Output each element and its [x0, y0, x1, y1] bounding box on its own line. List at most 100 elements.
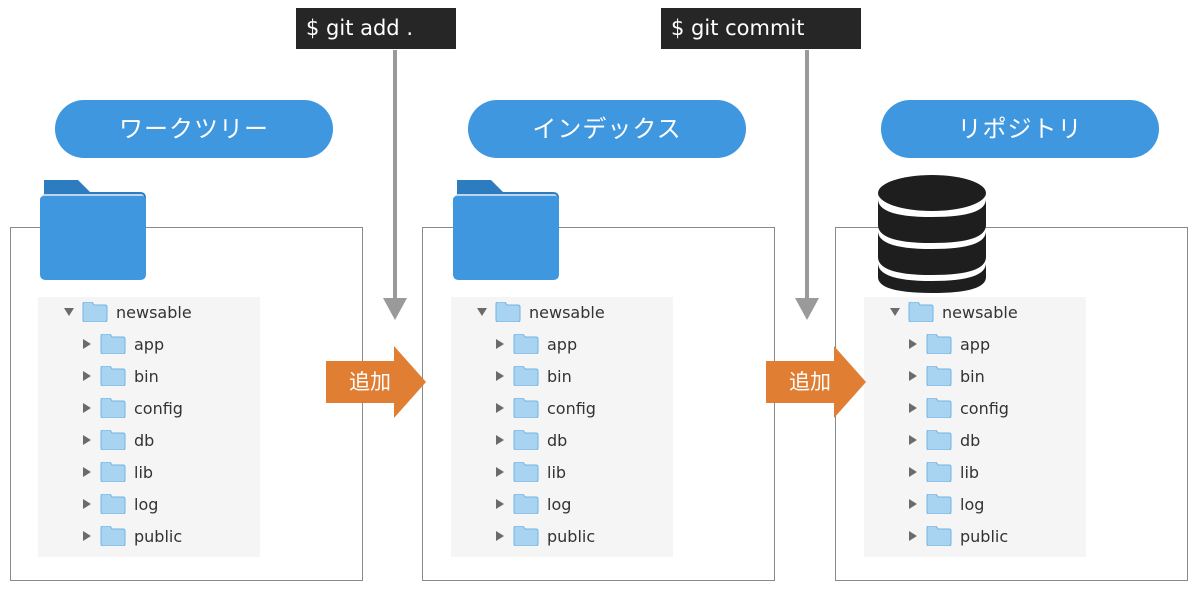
- collapse-icon[interactable]: [83, 371, 91, 381]
- collapse-icon[interactable]: [909, 531, 917, 541]
- work-tree-label: ワークツリー: [55, 100, 333, 158]
- tree-item-label: log: [960, 494, 985, 514]
- folder-icon: [926, 462, 952, 482]
- collapse-icon[interactable]: [83, 435, 91, 445]
- tree-item[interactable]: lib: [495, 460, 566, 484]
- tree-item-label: config: [134, 398, 183, 418]
- tree-item-label: bin: [960, 366, 985, 386]
- collapse-icon[interactable]: [496, 339, 504, 349]
- folder-icon: [513, 398, 539, 418]
- folder-icon: [495, 302, 521, 322]
- tree-item[interactable]: log: [82, 492, 158, 516]
- collapse-icon[interactable]: [83, 403, 91, 413]
- folder-icon: [100, 398, 126, 418]
- folder-icon: [926, 398, 952, 418]
- collapse-icon[interactable]: [496, 403, 504, 413]
- tree-item-label: log: [134, 494, 159, 514]
- tree-root-label: newsable: [942, 302, 1018, 322]
- tree-item[interactable]: app: [82, 332, 164, 356]
- collapse-icon[interactable]: [83, 339, 91, 349]
- tree-item[interactable]: app: [908, 332, 990, 356]
- tree-item[interactable]: log: [908, 492, 984, 516]
- tree-item-label: bin: [547, 366, 572, 386]
- tree-item-label: db: [134, 430, 155, 450]
- folder-icon: [926, 334, 952, 354]
- collapse-icon[interactable]: [909, 435, 917, 445]
- folder-icon: [100, 430, 126, 450]
- tree-item[interactable]: db: [908, 428, 980, 452]
- tree-item[interactable]: public: [908, 524, 1008, 548]
- tree-root-row[interactable]: newsable: [890, 300, 1018, 324]
- git-commit-down-arrow: [795, 50, 819, 320]
- folder-icon: [926, 526, 952, 546]
- folder-icon: [453, 180, 559, 280]
- collapse-icon[interactable]: [496, 467, 504, 477]
- folder-icon: [926, 366, 952, 386]
- work-tree-file-tree: newsable app bin config db lib: [38, 297, 260, 557]
- collapse-icon[interactable]: [496, 435, 504, 445]
- git-commit-command: $ git commit: [661, 8, 861, 49]
- tree-item-label: lib: [134, 462, 154, 482]
- tree-item-label: bin: [134, 366, 159, 386]
- tree-item[interactable]: app: [495, 332, 577, 356]
- tree-item-label: config: [960, 398, 1009, 418]
- tree-item[interactable]: public: [82, 524, 182, 548]
- collapse-icon[interactable]: [909, 371, 917, 381]
- folder-icon: [513, 366, 539, 386]
- tree-item-label: lib: [547, 462, 567, 482]
- folder-icon: [40, 180, 146, 280]
- index-file-tree: newsable app bin config db lib: [451, 297, 673, 557]
- collapse-icon[interactable]: [496, 499, 504, 509]
- tree-item-label: config: [547, 398, 596, 418]
- tree-item[interactable]: log: [495, 492, 571, 516]
- expand-icon[interactable]: [890, 308, 900, 316]
- folder-icon: [513, 462, 539, 482]
- collapse-icon[interactable]: [909, 339, 917, 349]
- tree-item-label: app: [134, 334, 165, 354]
- folder-icon: [926, 430, 952, 450]
- tree-item-label: public: [547, 526, 596, 546]
- folder-icon: [100, 494, 126, 514]
- tree-item-label: public: [960, 526, 1009, 546]
- folder-icon: [100, 334, 126, 354]
- collapse-icon[interactable]: [496, 531, 504, 541]
- tree-item[interactable]: db: [495, 428, 567, 452]
- collapse-icon[interactable]: [496, 371, 504, 381]
- expand-icon[interactable]: [477, 308, 487, 316]
- tree-root-label: newsable: [529, 302, 605, 322]
- tree-item[interactable]: lib: [908, 460, 979, 484]
- tree-item-label: db: [960, 430, 981, 450]
- tree-root-row[interactable]: newsable: [64, 300, 192, 324]
- add-to-repository-arrow: 追加: [766, 346, 868, 418]
- tree-item-label: app: [960, 334, 991, 354]
- folder-icon: [513, 430, 539, 450]
- tree-item[interactable]: config: [495, 396, 596, 420]
- tree-item[interactable]: public: [495, 524, 595, 548]
- tree-item[interactable]: db: [82, 428, 154, 452]
- tree-root-label: newsable: [116, 302, 192, 322]
- repository-label: リポジトリ: [881, 100, 1159, 158]
- add-to-repository-arrow-label: 追加: [789, 370, 831, 394]
- expand-icon[interactable]: [64, 308, 74, 316]
- collapse-icon[interactable]: [83, 467, 91, 477]
- tree-item[interactable]: config: [908, 396, 1009, 420]
- folder-icon: [100, 526, 126, 546]
- collapse-icon[interactable]: [909, 499, 917, 509]
- tree-item[interactable]: bin: [908, 364, 985, 388]
- collapse-icon[interactable]: [909, 467, 917, 477]
- git-add-command: $ git add .: [296, 8, 456, 49]
- add-to-index-arrow-label: 追加: [349, 370, 391, 394]
- tree-item[interactable]: lib: [82, 460, 153, 484]
- tree-item-label: app: [547, 334, 578, 354]
- tree-root-row[interactable]: newsable: [477, 300, 605, 324]
- tree-item[interactable]: bin: [82, 364, 159, 388]
- folder-icon: [82, 302, 108, 322]
- tree-item[interactable]: bin: [495, 364, 572, 388]
- collapse-icon[interactable]: [909, 403, 917, 413]
- tree-item[interactable]: config: [82, 396, 183, 420]
- tree-item-label: public: [134, 526, 183, 546]
- tree-item-label: db: [547, 430, 568, 450]
- collapse-icon[interactable]: [83, 499, 91, 509]
- collapse-icon[interactable]: [83, 531, 91, 541]
